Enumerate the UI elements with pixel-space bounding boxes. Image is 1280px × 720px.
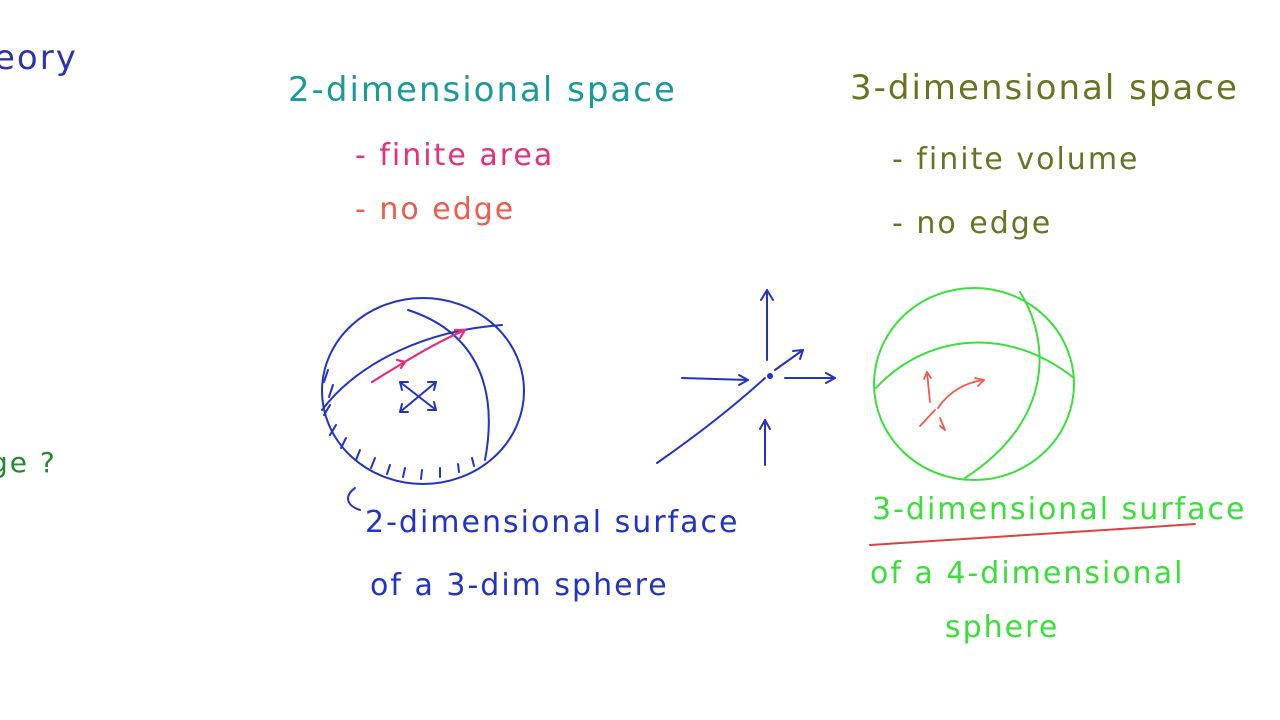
- partial-word-top: eory: [0, 38, 78, 78]
- right-column-item-no-edge: - no edge: [892, 206, 1053, 241]
- right-column-heading: 3-dimensional space: [850, 68, 1239, 108]
- caption-underline: [869, 523, 1196, 546]
- partial-word-middle: ge ?: [0, 446, 57, 479]
- left-sphere-drawing: [321, 297, 525, 511]
- left-column-item-no-edge: - no edge: [355, 192, 516, 227]
- left-caption-line2: of a 3-dim sphere: [370, 568, 669, 603]
- left-caption-line1: 2-dimensional surface: [365, 505, 740, 540]
- axes-arrows: [656, 289, 836, 466]
- right-caption-line2: of a 4-dimensional: [870, 556, 1185, 591]
- geodesic-arrow: [370, 328, 467, 384]
- volume-arrows: [919, 371, 985, 431]
- left-column-heading: 2-dimensional space: [288, 70, 677, 110]
- right-sphere-drawing: [873, 287, 1075, 481]
- right-column-item-finite-volume: - finite volume: [892, 142, 1140, 177]
- left-column-item-finite-area: - finite area: [355, 138, 555, 173]
- right-caption-line3: sphere: [945, 610, 1060, 645]
- right-caption-line1: 3-dimensional surface: [872, 492, 1247, 527]
